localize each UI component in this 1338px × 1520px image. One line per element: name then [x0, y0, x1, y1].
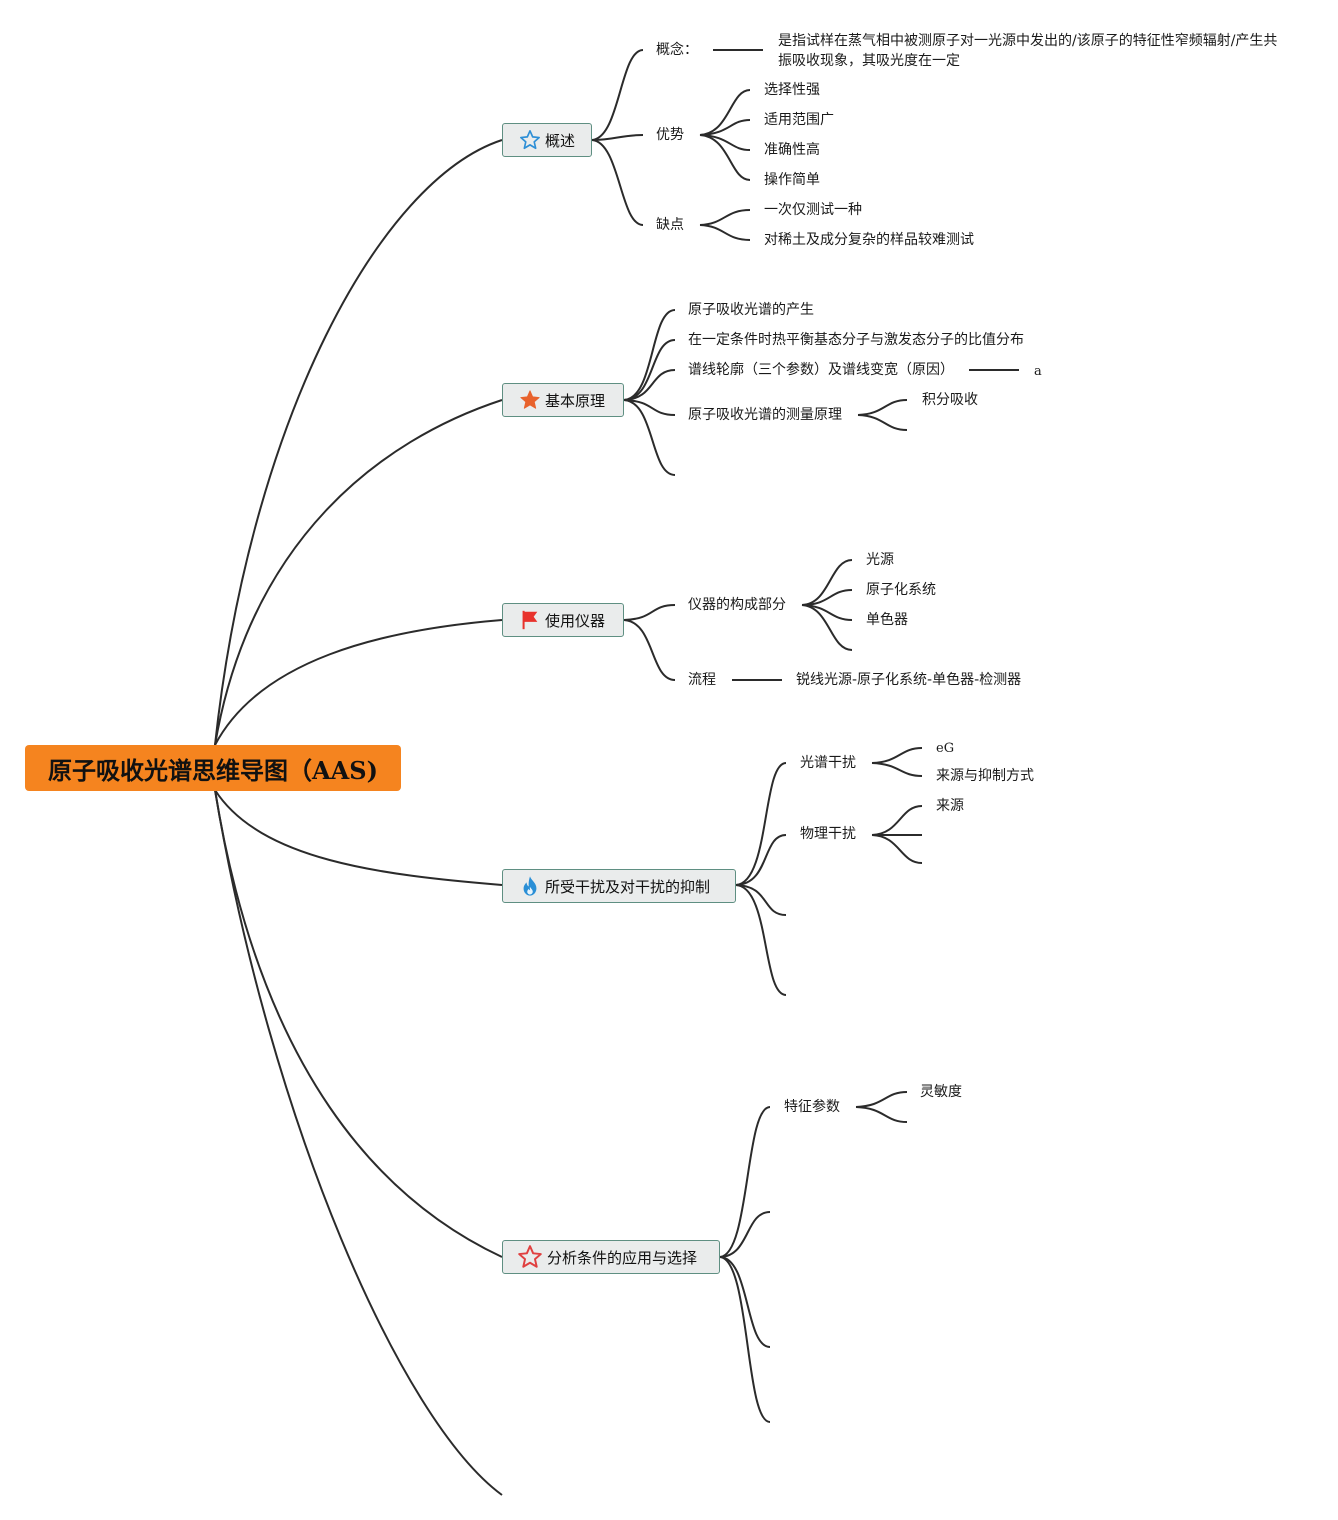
advantage-item[interactable]: 选择性强: [764, 82, 820, 98]
component-item[interactable]: 单色器: [866, 612, 908, 628]
measurement-child[interactable]: 积分吸收: [922, 392, 978, 408]
root-topic[interactable]: 原子吸收光谱思维导图（AAS): [25, 745, 401, 791]
disadvantage-item[interactable]: 一次仅测试一种: [764, 202, 862, 218]
component-item[interactable]: 光源: [866, 552, 894, 568]
component-item[interactable]: 原子化系统: [866, 582, 936, 598]
line-note[interactable]: a: [1034, 364, 1042, 379]
branch-analysis[interactable]: 分析条件的应用与选择: [502, 1240, 720, 1274]
spectral-item[interactable]: 来源与抑制方式: [936, 768, 1034, 784]
branch-label: 使用仪器: [545, 611, 606, 630]
advantage-item[interactable]: 操作简单: [764, 172, 820, 188]
components-label[interactable]: 仪器的构成部分: [688, 597, 786, 613]
branch-interference[interactable]: 所受干扰及对干扰的抑制: [502, 869, 736, 903]
branch-instruments[interactable]: 使用仪器: [502, 603, 624, 637]
advantage-item[interactable]: 适用范围广: [764, 112, 834, 128]
advantages-label[interactable]: 优势: [656, 127, 684, 143]
branch-label: 所受干扰及对干扰的抑制: [545, 877, 711, 896]
star-outline-icon: [517, 1244, 543, 1270]
principle-item[interactable]: 原子吸收光谱的产生: [688, 302, 814, 318]
spectral-item[interactable]: eG: [936, 741, 955, 756]
branch-label: 概述: [545, 131, 576, 150]
branch-principles[interactable]: 基本原理: [502, 383, 624, 417]
params-label[interactable]: 特征参数: [784, 1099, 840, 1115]
physical-label[interactable]: 物理干扰: [800, 826, 856, 842]
spectral-label[interactable]: 光谱干扰: [800, 755, 856, 771]
process-label[interactable]: 流程: [688, 672, 716, 688]
principle-item[interactable]: 谱线轮廓（三个参数）及谱线变宽（原因）: [688, 362, 954, 378]
flame-icon: [519, 875, 541, 897]
params-item[interactable]: 灵敏度: [920, 1084, 962, 1100]
concept-text[interactable]: 是指试样在蒸气相中被测原子对一光源中发出的/该原子的特征性窄频辐射/产生共振吸收…: [778, 33, 1278, 69]
branch-label: 基本原理: [545, 391, 606, 410]
physical-item[interactable]: 来源: [936, 798, 964, 814]
flag-icon: [519, 609, 541, 631]
process-text[interactable]: 锐线光源-原子化系统-单色器-检测器: [796, 672, 1022, 688]
star-filled-icon: [519, 389, 541, 411]
star-outline-icon: [519, 129, 541, 151]
advantage-item[interactable]: 准确性高: [764, 142, 820, 158]
branch-overview[interactable]: 概述: [502, 123, 592, 157]
principle-item[interactable]: 在一定条件时热平衡基态分子与激发态分子的比值分布: [688, 332, 1024, 348]
disadvantages-label[interactable]: 缺点: [656, 217, 684, 233]
disadvantage-item[interactable]: 对稀土及成分复杂的样品较难测试: [764, 232, 974, 248]
branch-label: 分析条件的应用与选择: [547, 1248, 698, 1267]
concept-label[interactable]: 概念：: [656, 42, 698, 58]
principle-item[interactable]: 原子吸收光谱的测量原理: [688, 407, 842, 423]
